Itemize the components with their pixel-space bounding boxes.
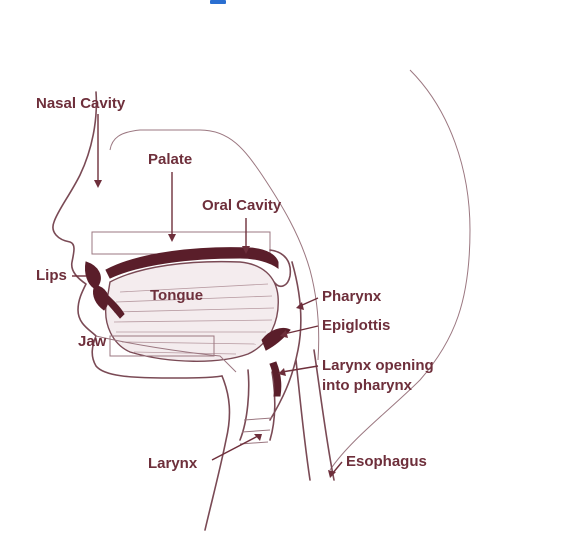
- leader-larynx-opening: [281, 365, 319, 373]
- label-nasal-cavity: Nasal Cavity: [36, 95, 126, 112]
- jaw-region: [109, 335, 215, 357]
- larynx-tube: [239, 369, 276, 441]
- oral-cavity-roof: [105, 247, 279, 279]
- label-palate: Palate: [148, 151, 192, 168]
- arrowhead-esophagus: [328, 470, 336, 478]
- label-tongue: Tongue: [150, 287, 203, 304]
- label-esophagus: Esophagus: [346, 453, 427, 470]
- leader-epiglottis: [283, 325, 319, 335]
- label-oral-cavity: Oral Cavity: [202, 197, 282, 214]
- label-lips: Lips: [36, 267, 67, 284]
- arrowhead-pharynx: [296, 302, 304, 310]
- arrowhead-larynx-opening: [278, 368, 286, 376]
- neck-back-outline: [329, 69, 471, 471]
- throat-front-outline: [204, 375, 231, 531]
- larynx-opening: [269, 361, 282, 397]
- header-text-fragment: [210, 0, 226, 4]
- leader-larynx: [211, 435, 259, 461]
- head-profile-outline: [52, 91, 223, 379]
- label-jaw: Jaw: [78, 333, 107, 350]
- skull-outline: [109, 129, 320, 361]
- pharynx-wall: [269, 261, 302, 421]
- leader-pharynx: [299, 297, 319, 307]
- label-larynx-opening-line2: into pharynx: [322, 377, 413, 394]
- soft-palate: [269, 249, 292, 288]
- label-pharynx: Pharynx: [322, 288, 382, 305]
- arrowhead-larynx: [254, 434, 262, 441]
- arrowhead-nasal-cavity: [94, 180, 102, 188]
- tongue-texture: [113, 283, 275, 355]
- mouth-corner: [97, 287, 125, 319]
- arrowhead-palate: [168, 234, 176, 242]
- arrowhead-oral-cavity: [242, 246, 250, 254]
- label-epiglottis: Epiglottis: [322, 317, 390, 334]
- arrowhead-epiglottis: [280, 330, 288, 338]
- label-larynx-opening-line1: Larynx opening: [322, 357, 434, 374]
- lips-shape: [85, 261, 109, 311]
- esophagus-tube: [295, 349, 335, 481]
- label-larynx: Larynx: [148, 455, 198, 472]
